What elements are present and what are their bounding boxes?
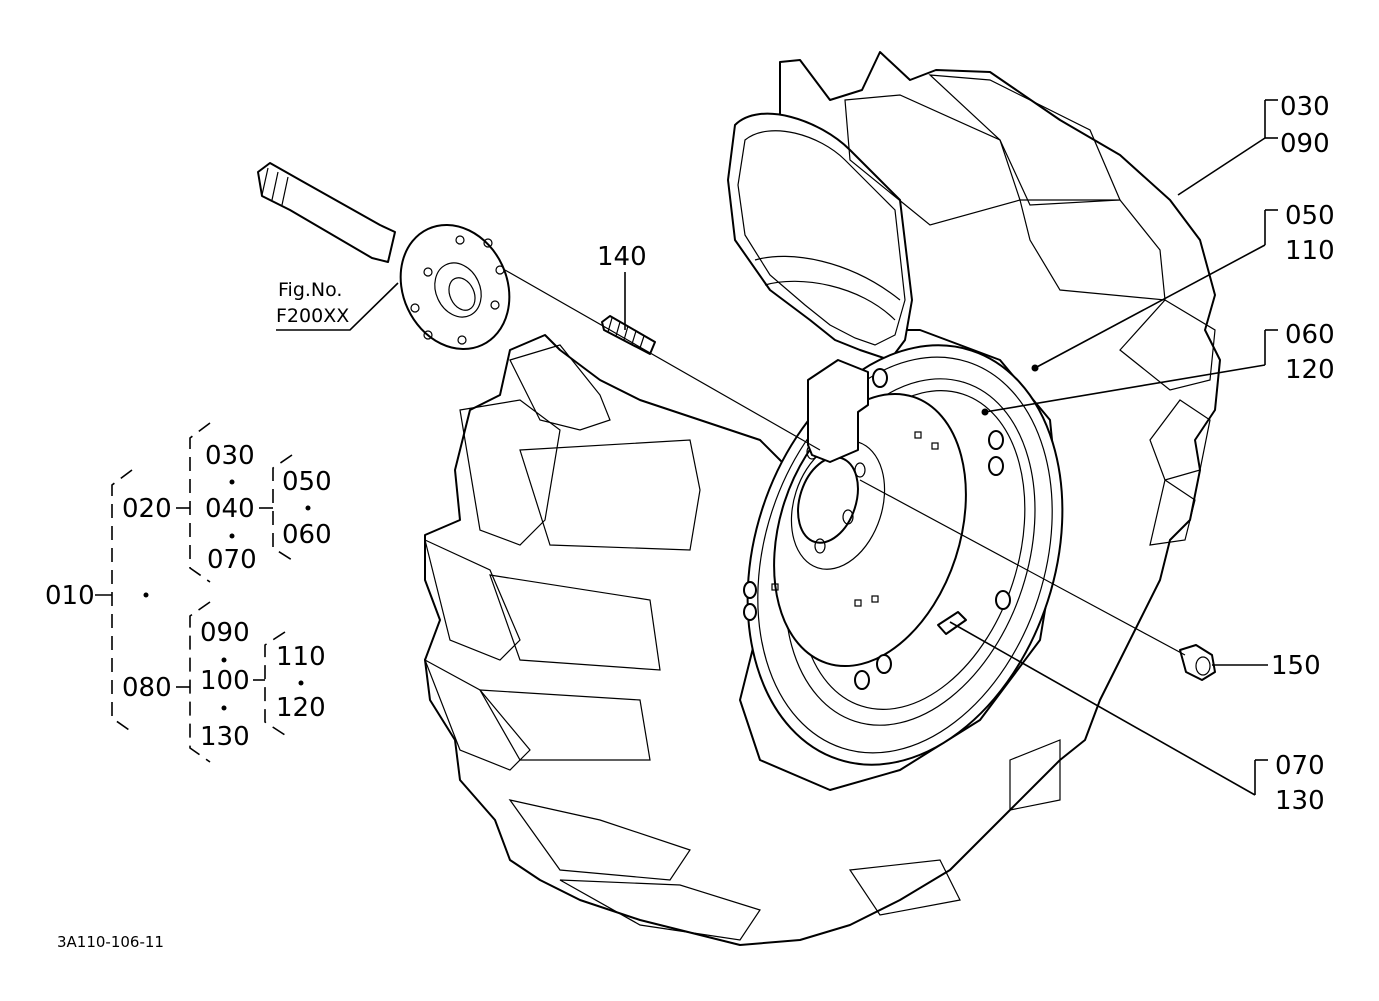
tree-b-item-3: 130 <box>200 722 250 752</box>
axle-flange <box>399 223 511 351</box>
tree-b-item-1: 090 <box>200 618 250 648</box>
tire <box>423 51 1221 946</box>
tree-b-sub-1: 110 <box>276 642 326 672</box>
hub-bore <box>797 456 859 544</box>
drawing-reference: 3A110-106-11 <box>57 933 164 951</box>
callout-060: 060 <box>1285 320 1335 350</box>
callout-050: 050 <box>1285 201 1335 231</box>
callout-090: 090 <box>1280 129 1330 159</box>
tree-b-item-2: 100 <box>200 666 250 696</box>
fig-ref-label: Fig.No. <box>278 279 342 301</box>
hex-nut <box>1179 644 1216 681</box>
tree-a-item-2: 040 <box>205 494 255 524</box>
callout-030: 030 <box>1280 92 1330 122</box>
tree-branch-a: 020 <box>122 494 172 524</box>
tree-a-sub-1: 050 <box>282 467 332 497</box>
wheel-rim <box>743 344 1064 766</box>
callout-130: 130 <box>1275 786 1325 816</box>
callout-leaders <box>276 99 1278 796</box>
stud-bolt <box>601 315 656 355</box>
tree-a-item-1: 030 <box>205 441 255 471</box>
callout-070: 070 <box>1275 751 1325 781</box>
tree-b-sub-2: 120 <box>276 693 326 723</box>
part-hierarchy: 010 020 030 040 070 050 060 080 090 100 … <box>45 422 332 763</box>
callout-150: 150 <box>1271 651 1321 681</box>
callout-140: 140 <box>597 242 647 272</box>
rim-bolts <box>743 368 1011 690</box>
callout-120: 120 <box>1285 355 1335 385</box>
axle-spline <box>257 162 396 263</box>
tree-a-item-3: 070 <box>207 545 257 575</box>
axle-shaft <box>257 162 511 351</box>
tree-branch-b: 080 <box>122 673 172 703</box>
fig-ref-number: F200XX <box>276 305 349 327</box>
tire-outline <box>424 51 1221 946</box>
callout-110: 110 <box>1285 236 1335 266</box>
tree-root: 010 <box>45 581 95 611</box>
tree-a-sub-2: 060 <box>282 520 332 550</box>
clamp-bracket <box>807 359 869 463</box>
